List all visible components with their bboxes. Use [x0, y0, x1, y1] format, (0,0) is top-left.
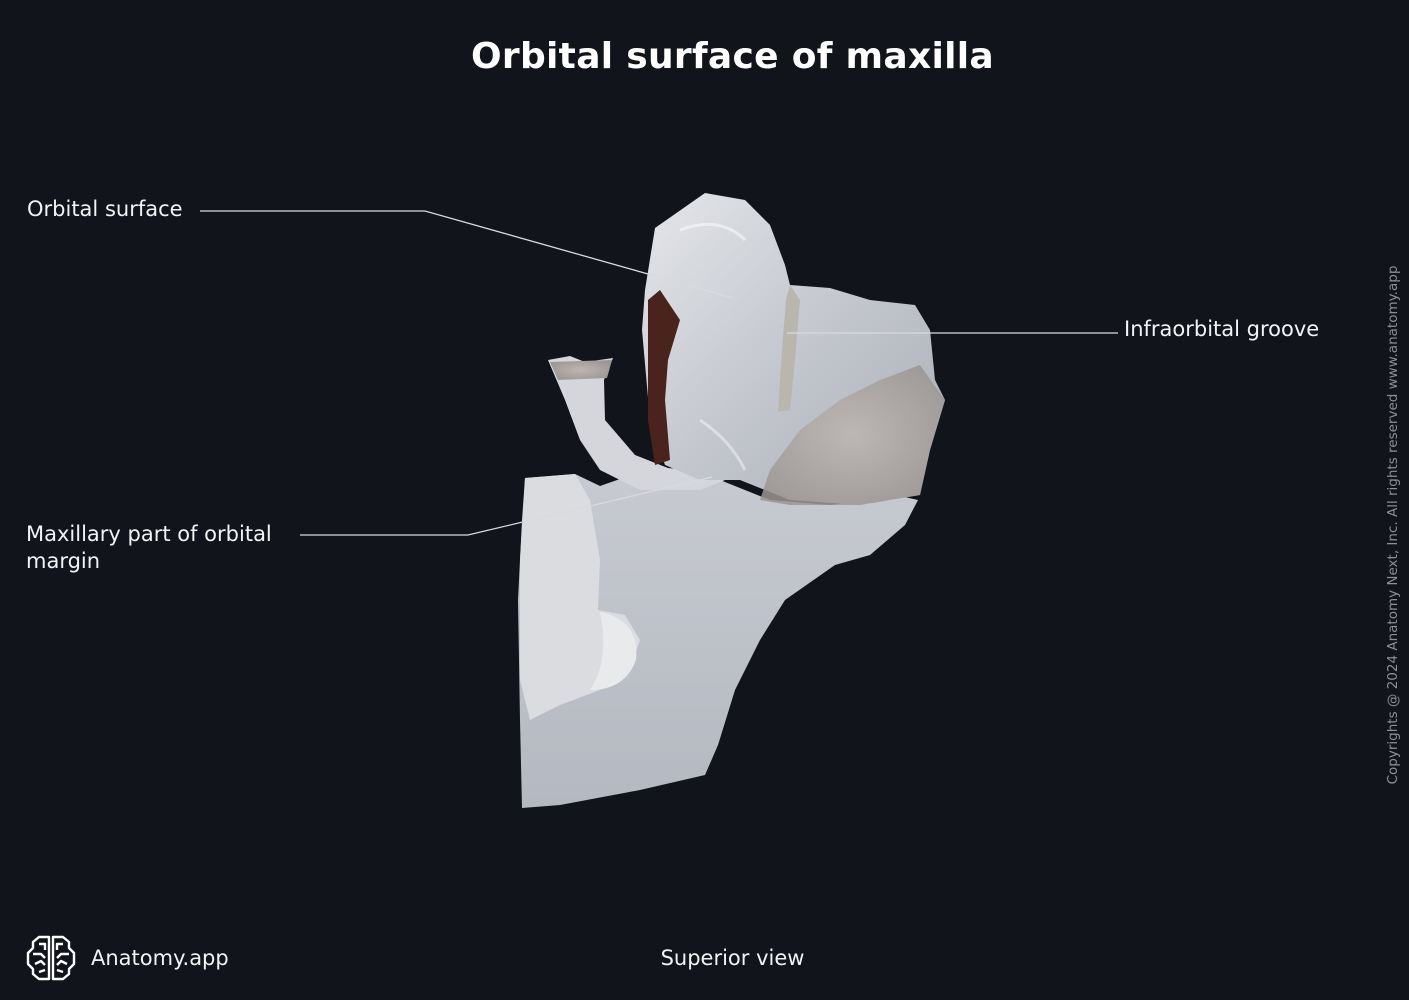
- page-title: Orbital surface of maxilla: [471, 36, 994, 77]
- brand-name: Anatomy.app: [91, 946, 229, 970]
- label-maxillary-part-of-orbital-margin: Maxillary part of orbital margin: [26, 522, 272, 573]
- brand-logo[interactable]: Anatomy.app: [25, 934, 229, 982]
- maxilla-bone: [518, 193, 945, 808]
- label-orbital-surface: Orbital surface: [27, 197, 183, 221]
- brain-icon: [26, 935, 76, 981]
- label-infraorbital-groove: Infraorbital groove: [1124, 317, 1320, 341]
- leader-line-orbital-surface: [200, 210, 734, 299]
- copyright-notice: Copyrights @ 2024 Anatomy Next, Inc. All…: [1385, 265, 1401, 785]
- view-caption: Superior view: [660, 946, 805, 970]
- leader-line-maxillary-part: [300, 476, 713, 536]
